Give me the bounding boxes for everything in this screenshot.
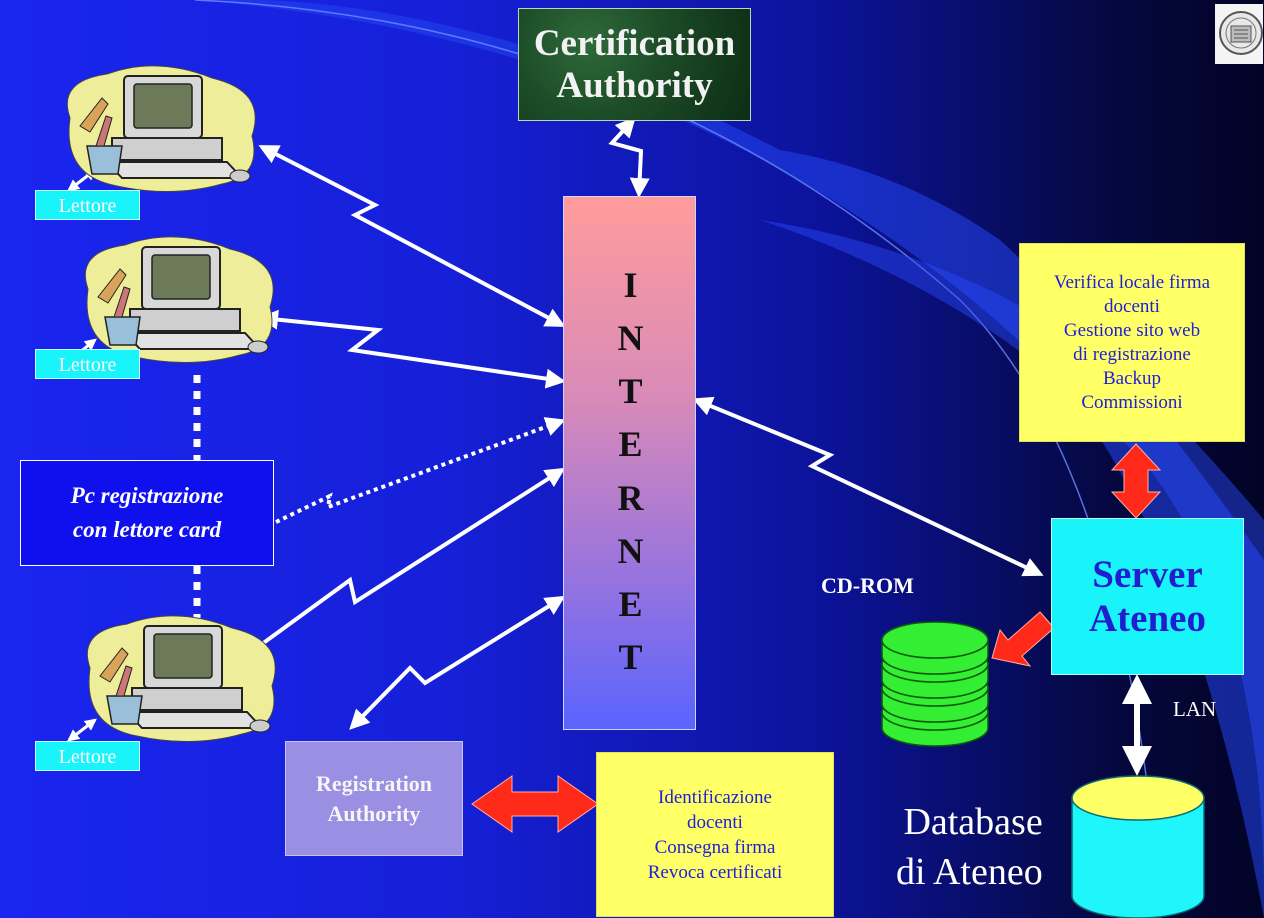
server-task: Backup [1102,367,1162,389]
database-label: Database di Ateneo [896,797,1043,897]
university-seal-icon [1215,4,1263,64]
server-line2: Ateneo [1089,596,1206,640]
internet-letter: E [618,424,643,464]
internet-letter: T [618,637,643,677]
internet-letter: N [617,318,644,358]
server-task: Commissioni [1081,391,1183,413]
server-task: Verifica locale firma [1053,271,1211,293]
cdrom-label: CD-ROM [821,573,914,598]
certification-authority-box: Certification Authority [518,8,751,121]
database-line2: di Ateneo [896,851,1043,893]
link-ra-internet [349,595,566,730]
red-arrow-server-cdrom [991,611,1055,667]
pc-registration-line1: Pc registrazione [70,483,224,508]
server-task: docenti [1104,295,1160,317]
internet-letter: R [617,478,644,518]
registration-task: Consegna firma [654,836,776,858]
card-reader-label: Lettore [35,190,140,220]
registration-authority-line2: Authority [327,800,421,826]
certification-authority-line1: Certification [533,22,736,64]
server-tasks-box: Verifica locale firma docenti Gestione s… [1019,243,1245,442]
internet-letter: N [617,531,644,571]
registration-task: Identificazione [658,786,772,808]
database-line1: Database [903,801,1043,843]
link-pc2-internet [258,309,566,389]
server-task: Gestione sito web [1063,319,1201,341]
registration-authority-line1: Registration [315,770,433,796]
internet-box: I N T E R N E T [563,196,696,730]
server-task: di registrazione [1073,343,1191,365]
link-internet-server [692,396,1044,577]
pc-registration-box: Pc registrazione con lettore card [20,460,274,566]
registration-tasks-box: Identificazione docenti Consegna firma R… [596,752,834,917]
server-line1: Server [1092,552,1203,596]
internet-letter: I [623,265,638,305]
registration-authority-box: Registration Authority [285,741,463,856]
server-ateneo-box: Server Ateneo [1051,518,1244,675]
internet-letter: T [618,371,643,411]
card-reader-label: Lettore [35,741,140,771]
link-ca-internet [608,117,650,198]
certification-authority-line2: Authority [556,64,713,106]
link-reader3-pc3 [67,718,97,742]
card-reader-label: Lettore [35,349,140,379]
lan-label: LAN [1173,697,1217,721]
pc-registration-line2: con lettore card [72,517,222,542]
link-pc3-internet [236,467,566,663]
registration-task: Revoca certificati [647,861,783,883]
internet-letter: E [618,584,643,624]
registration-task: docenti [687,811,743,833]
link-pc1-internet [258,145,566,327]
